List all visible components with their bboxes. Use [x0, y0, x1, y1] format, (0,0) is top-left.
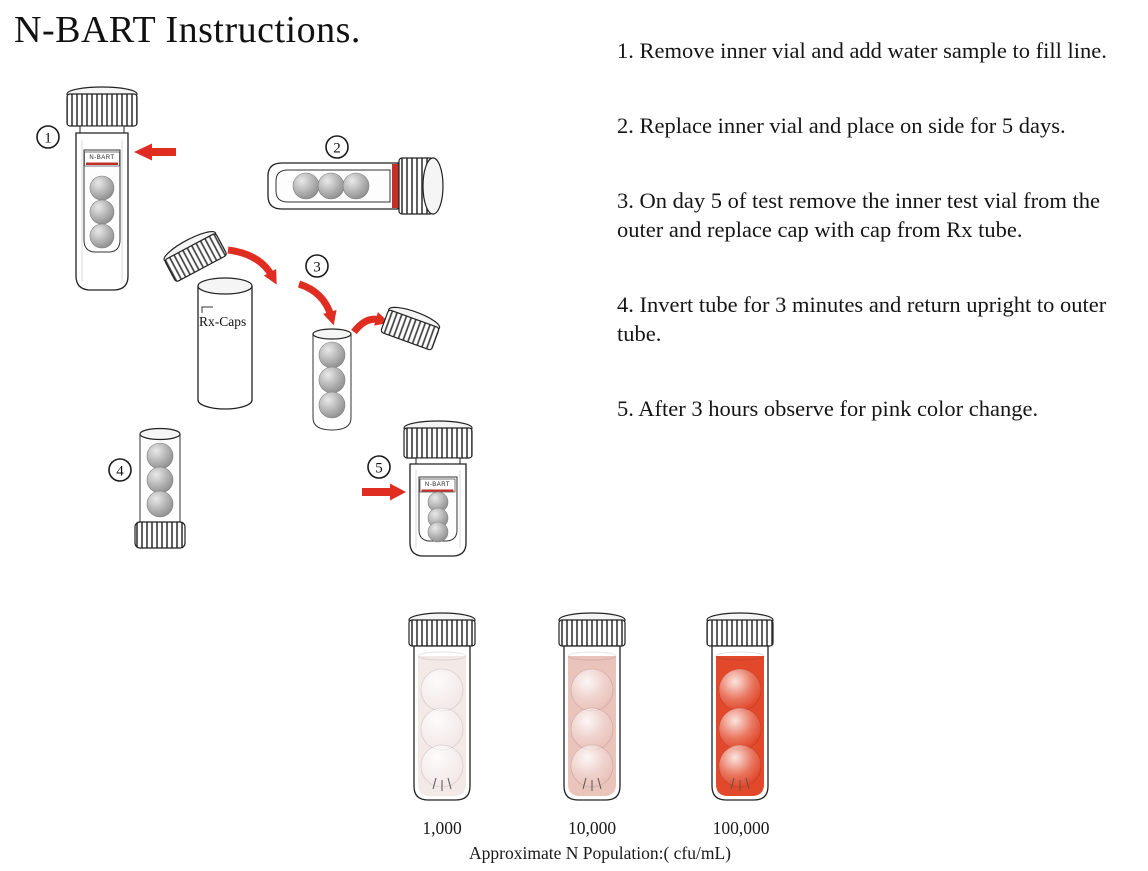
instruction-step-text-2: 2. Replace inner vial and place on side … — [617, 113, 1066, 138]
cap-neck — [415, 457, 461, 465]
cap-base-red-ring — [392, 164, 399, 208]
glass-ball — [570, 668, 614, 712]
step4-inverted-vial — [134, 427, 186, 549]
label-red-line — [421, 489, 454, 492]
population-label-100000: 100,000 — [712, 818, 770, 838]
result-vial-10000 — [558, 612, 626, 801]
glass-ball — [89, 223, 115, 249]
glass-ball — [317, 172, 345, 200]
step-marker-4: 4 — [108, 458, 132, 482]
instruction-step-text-5: 5. After 3 hours observe for pink color … — [617, 396, 1039, 421]
loose-cap-left — [163, 230, 227, 282]
fill-line-arrow — [134, 143, 176, 161]
instruction-step-text-3: 3. On day 5 of test remove the inner tes… — [617, 188, 1100, 242]
cap-neck — [79, 125, 125, 134]
glass-ball — [89, 199, 115, 225]
result-vial-100000 — [706, 612, 774, 801]
svg-text:4: 4 — [116, 464, 124, 480]
population-label-10000: 10,000 — [567, 818, 617, 838]
glass-ball — [146, 490, 174, 518]
label-red-line — [86, 162, 118, 165]
glass-ball — [570, 707, 614, 751]
results-caption: Approximate N Population:( cfu/mL) — [469, 843, 731, 863]
instruction-text-column: 1. Remove inner vial and add water sampl… — [617, 36, 1117, 469]
svg-text:N-BART: N-BART — [425, 482, 450, 488]
step-marker-1: 1 — [36, 125, 60, 149]
glass-ball — [718, 668, 762, 712]
glass-ball — [146, 442, 174, 470]
swap-arrow-2 — [297, 280, 337, 326]
glass-ball — [318, 341, 346, 369]
glass-ball — [342, 172, 370, 200]
svg-text:5: 5 — [375, 461, 383, 477]
inner-vial-label: N-BART — [84, 151, 120, 167]
result-vial-1000 — [408, 612, 476, 801]
glass-ball — [292, 172, 320, 200]
inner-vial-label: N-BART — [419, 478, 456, 493]
instruction-step-text-4: 4. Invert tube for 3 minutes and return … — [617, 292, 1107, 346]
glass-ball — [420, 707, 464, 751]
instruction-step-text-1: 1. Remove inner vial and add water sampl… — [617, 38, 1107, 63]
glass-ball — [420, 668, 464, 712]
population-label-1000: 1,000 — [422, 818, 462, 838]
glass-ball — [318, 391, 346, 419]
cap-end-face — [422, 157, 444, 215]
step3-inner-vial — [312, 328, 352, 431]
label-bracket — [201, 306, 213, 313]
swap-arrow-1 — [227, 246, 277, 285]
svg-text:N-BART: N-BART — [89, 155, 114, 161]
step5-capped-tube: N-BART — [403, 420, 473, 557]
loose-cap-right — [380, 306, 441, 351]
svg-text:1: 1 — [44, 131, 52, 147]
page-title: N-BART Instructions. — [14, 9, 361, 51]
screw-cap — [134, 521, 186, 549]
svg-text:3: 3 — [313, 260, 321, 276]
step1-capped-tube: N-BART — [66, 86, 138, 291]
rx-caps-tube: Rx-Caps — [197, 277, 253, 410]
step2-tube-on-side — [267, 157, 444, 215]
glass-ball — [318, 366, 346, 394]
glass-ball — [89, 175, 115, 201]
swap-arrow-3 — [351, 312, 390, 335]
step-marker-2: 2 — [325, 135, 349, 159]
observe-arrow — [362, 483, 406, 501]
step-marker-3: 3 — [305, 254, 329, 278]
svg-text:2: 2 — [333, 141, 341, 157]
glass-ball — [718, 707, 762, 751]
step-marker-5: 5 — [367, 455, 391, 479]
glass-ball — [146, 466, 174, 494]
rx-caps-label: Rx-Caps — [199, 314, 246, 329]
glass-ball — [427, 521, 449, 543]
